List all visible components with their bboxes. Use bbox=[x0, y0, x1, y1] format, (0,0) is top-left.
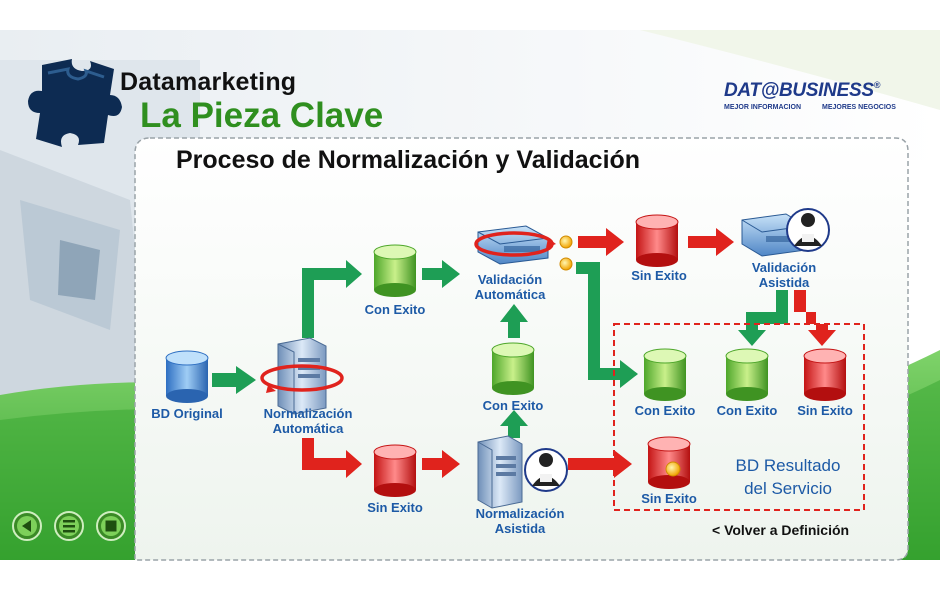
label-con-exito-top: Con Exito bbox=[364, 302, 426, 317]
db-sin-exito-bottom-cylinder bbox=[373, 444, 417, 497]
label-bd-original: BD Original bbox=[151, 406, 223, 421]
operator-person-icon-1 bbox=[524, 448, 568, 492]
label-con-exito-mid: Con Exito bbox=[482, 398, 544, 413]
label-normalizacion-asistida-2: Asistida bbox=[494, 521, 546, 536]
brand-subtitle: La Pieza Clave bbox=[140, 96, 384, 135]
page-title: Proceso de Normalización y Validación bbox=[176, 146, 641, 174]
db-result-con-exito-1-cylinder bbox=[643, 348, 687, 401]
stop-icon[interactable] bbox=[96, 511, 126, 541]
server-normalizacion-automatica-icon bbox=[260, 337, 344, 415]
result-box-title-2: del Servicio bbox=[744, 479, 832, 498]
databusiness-logo: DAT@BUSINESS® bbox=[724, 80, 880, 102]
prev-icon[interactable] bbox=[12, 511, 42, 541]
label-normalizacion-asistida-1: Normalización bbox=[475, 506, 565, 521]
logo-text: DAT@BUSINESS bbox=[724, 80, 874, 101]
label-sin-exito-top: Sin Exito bbox=[631, 268, 687, 283]
db-result-con-exito-2-cylinder bbox=[725, 348, 769, 401]
logo-reg: ® bbox=[873, 80, 881, 90]
red-arrows bbox=[302, 228, 836, 478]
label-normalizacion-automatica-1: Normalización bbox=[263, 406, 353, 421]
menu-icon[interactable] bbox=[54, 511, 84, 541]
label-normalizacion-automatica-2: Automática bbox=[272, 421, 344, 436]
label-validacion-asistida-1: Validación bbox=[751, 260, 817, 275]
label-validacion-automatica-2: Automática bbox=[474, 287, 546, 302]
brand-title: Datamarketing bbox=[120, 68, 297, 96]
label-sin-exito-bottom: Sin Exito bbox=[367, 500, 423, 515]
label-validacion-asistida-2: Asistida bbox=[758, 275, 810, 290]
operator-person-icon-2 bbox=[786, 208, 830, 252]
label-validacion-automatica-1: Validación bbox=[477, 272, 543, 287]
label-result-con-exito-2: Con Exito bbox=[716, 403, 778, 418]
db-con-exito-mid-cylinder bbox=[491, 342, 535, 395]
green-arrows bbox=[212, 260, 788, 438]
db-result-sin-exito-bottom-cylinder bbox=[647, 436, 691, 489]
label-result-sin-exito: Sin Exito bbox=[797, 403, 853, 418]
logo-tagline-left: MEJOR INFORMACION bbox=[724, 104, 801, 111]
result-box-title-1: BD Resultado bbox=[735, 456, 841, 475]
db-con-exito-top-cylinder bbox=[373, 244, 417, 297]
db-original-cylinder bbox=[165, 350, 209, 403]
signal-bulb-1 bbox=[559, 235, 573, 249]
server-normalizacion-asistida-icon bbox=[477, 435, 523, 509]
result-box bbox=[613, 323, 865, 511]
label-result-sin-exito-bottom: Sin Exito bbox=[641, 491, 697, 506]
validacion-automatica-device-icon bbox=[474, 225, 556, 265]
logo-tagline-right: MEJORES NEGOCIOS bbox=[822, 104, 896, 111]
signal-bulb-2 bbox=[559, 257, 573, 271]
db-result-sin-exito-cylinder bbox=[803, 348, 847, 401]
db-sin-exito-top-cylinder bbox=[635, 214, 679, 267]
puzzle-piece-icon bbox=[28, 59, 122, 147]
label-result-con-exito-1: Con Exito bbox=[634, 403, 696, 418]
back-to-definition-link[interactable]: < Volver a Definición bbox=[712, 522, 850, 538]
